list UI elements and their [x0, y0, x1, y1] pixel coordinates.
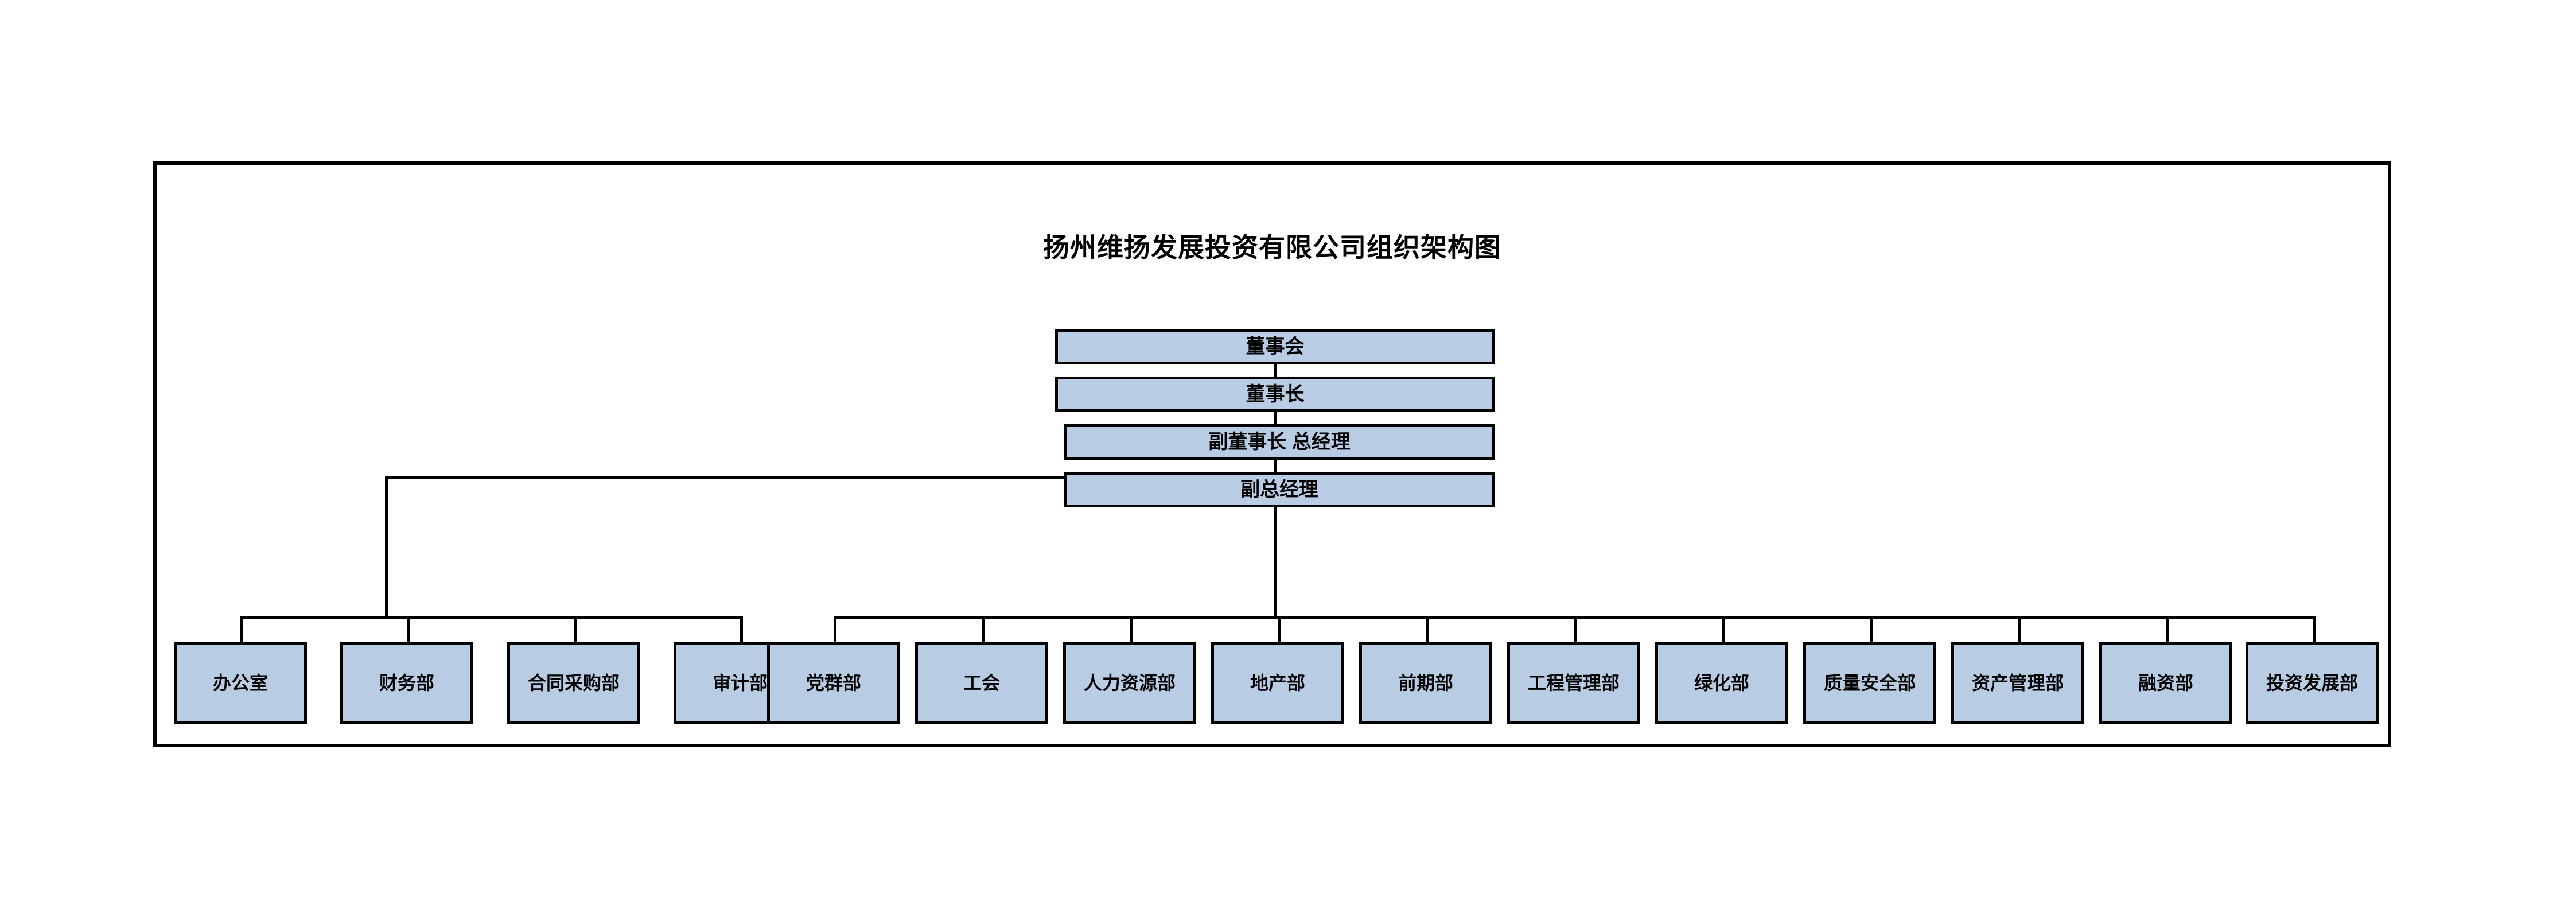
connector-vcgm-to-dgm: [1274, 460, 1277, 472]
node-board-label: 董事会: [1246, 336, 1305, 358]
node-deputy-general-manager-label: 副总经理: [1240, 479, 1318, 501]
dept-box-real-estate[interactable]: 地产部: [1211, 642, 1344, 724]
drop-dept-11: [1870, 616, 1873, 642]
dept-label: 审计部: [712, 672, 768, 693]
dept-box-finance[interactable]: 财务部: [340, 642, 473, 724]
dept-label: 绿化部: [1694, 672, 1749, 693]
drop-dept-4: [834, 616, 836, 642]
dept-label: 地产部: [1250, 672, 1305, 693]
dept-label: 质量安全部: [1823, 672, 1916, 693]
connector-chairman-to-vcgm: [1274, 412, 1277, 424]
bus-right-group: [834, 616, 2313, 619]
drop-dept-5: [982, 616, 985, 642]
drop-dept-10: [1722, 616, 1725, 642]
dept-label: 融资部: [2138, 672, 2193, 693]
dept-label: 资产管理部: [1971, 672, 2064, 693]
drop-dept-2: [574, 616, 577, 642]
drop-dept-6: [1130, 616, 1133, 642]
drop-dept-13: [2166, 616, 2169, 642]
drop-dept-12: [2018, 616, 2021, 642]
dept-label: 财务部: [379, 672, 434, 693]
dept-label: 党群部: [806, 672, 861, 693]
dept-label: 工会: [963, 672, 1000, 693]
dept-box-engineering-management[interactable]: 工程管理部: [1507, 642, 1640, 724]
drop-dept-3: [740, 616, 743, 642]
dept-box-office[interactable]: 办公室: [174, 642, 307, 724]
dept-box-asset-management[interactable]: 资产管理部: [1951, 642, 2084, 724]
node-board[interactable]: 董事会: [1055, 329, 1495, 364]
drop-dept-0: [240, 616, 243, 642]
dept-label: 前期部: [1398, 672, 1453, 693]
node-chairman-label: 董事长: [1246, 383, 1305, 405]
dept-box-investment-development[interactable]: 投资发展部: [2246, 642, 2379, 724]
dept-box-labor-union[interactable]: 工会: [915, 642, 1048, 724]
dept-label: 办公室: [212, 672, 268, 693]
drop-dept-8: [1426, 616, 1429, 642]
dept-box-quality-safety[interactable]: 质量安全部: [1803, 642, 1936, 724]
dept-label: 合同采购部: [527, 672, 620, 693]
drop-dept-9: [1574, 616, 1577, 642]
dept-label: 人力资源部: [1083, 672, 1176, 693]
dept-box-human-resources[interactable]: 人力资源部: [1063, 642, 1196, 724]
dept-box-financing[interactable]: 融资部: [2099, 642, 2232, 724]
node-vice-chairman-general-manager[interactable]: 副董事长 总经理: [1064, 424, 1495, 460]
connector-board-to-chairman: [1274, 364, 1277, 377]
connector-vcgm-left-branch-vertical: [385, 476, 388, 618]
node-vice-chairman-general-manager-label: 副董事长 总经理: [1208, 431, 1351, 453]
chart-outer-frame: 扬州维扬发展投资有限公司组织架构图 董事会 董事长 副董事长 总经理 副总经理: [153, 161, 2391, 747]
bus-left-group: [240, 616, 741, 619]
node-deputy-general-manager[interactable]: 副总经理: [1064, 472, 1495, 507]
dept-box-party-affairs[interactable]: 党群部: [767, 642, 900, 724]
drop-dept-14: [2313, 616, 2316, 642]
node-chairman[interactable]: 董事长: [1055, 377, 1495, 412]
connector-vcgm-left-branch-horizontal: [385, 476, 1064, 479]
dept-label: 工程管理部: [1527, 672, 1620, 693]
page-title: 扬州维扬发展投资有限公司组织架构图: [1043, 233, 1501, 262]
dept-box-landscaping[interactable]: 绿化部: [1655, 642, 1788, 724]
drop-dept-1: [407, 616, 410, 642]
dept-box-contract-procurement[interactable]: 合同采购部: [507, 642, 640, 724]
dept-box-preliminary[interactable]: 前期部: [1359, 642, 1492, 724]
dept-label: 投资发展部: [2266, 672, 2358, 693]
drop-dept-7: [1278, 616, 1281, 642]
connector-dgm-to-right-bus: [1274, 507, 1277, 618]
